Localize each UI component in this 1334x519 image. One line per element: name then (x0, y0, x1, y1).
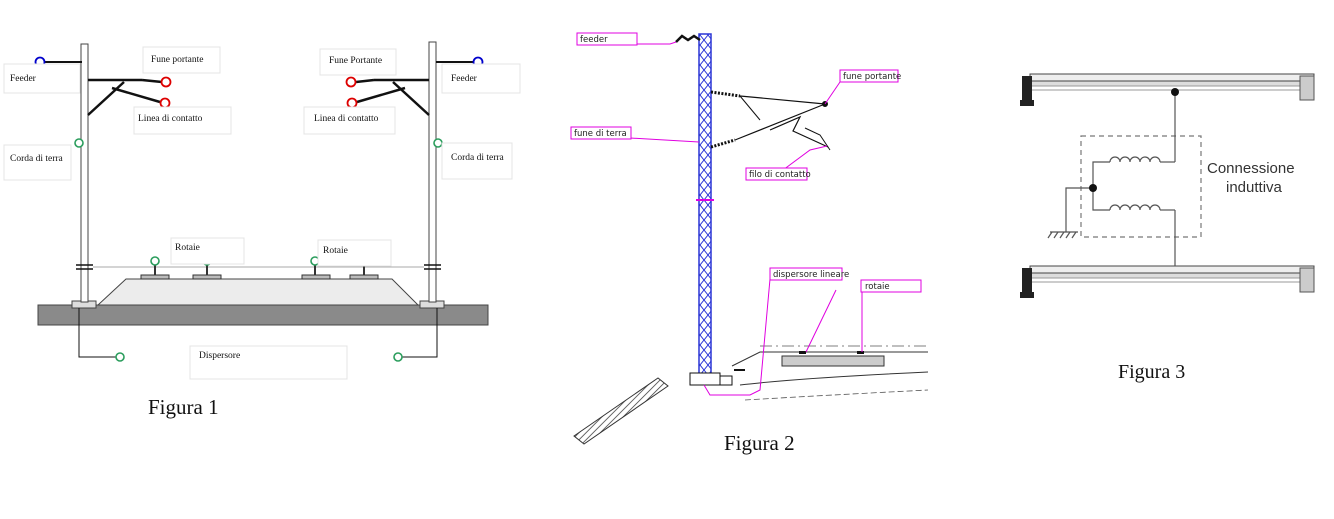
ballast (96, 278, 420, 306)
dispersore-wire-left (78, 308, 116, 358)
rotaie-label-fig2: rotaie (865, 282, 890, 292)
corda-terra-label-box-left (3, 144, 72, 181)
figure-3-caption: Figura 3 (1118, 361, 1185, 383)
rail-bottom (1020, 265, 1315, 298)
rails-fig1 (140, 256, 379, 280)
dispersore-label-box (189, 345, 348, 380)
dispersore-node-left (115, 352, 125, 362)
mast-right (428, 41, 437, 303)
label-leaders (629, 41, 863, 396)
corda-terra-label-right: Corda di terra (451, 153, 505, 163)
dispersore-lineare-label-box (769, 267, 843, 281)
fune-di-terra-label-box (570, 126, 632, 140)
embankment (573, 377, 669, 445)
inductive-wiring (1047, 92, 1176, 266)
feeder-label-box-left (3, 63, 81, 94)
fune-portante-label-right: Fune Portante (329, 56, 382, 66)
linea-contatto-node-right (346, 97, 358, 109)
cantilever-fig2 (710, 90, 831, 151)
feeder-label-box (576, 32, 638, 46)
fune-portante-label-box-right (319, 48, 397, 76)
mast-left (80, 43, 89, 303)
corda-terra-label-box-right (441, 142, 513, 180)
fune-portante-label-box-fig2 (839, 69, 899, 83)
dispersore-label: Dispersore (199, 351, 240, 361)
dispersore-wire-right (402, 308, 438, 358)
fune-portante-label-left: Fune portante (151, 55, 204, 65)
figure-3: Connessione induttiva Figura 3 (1020, 73, 1315, 383)
feeder-label-box-right (441, 63, 521, 94)
fune-portante-node-right (345, 76, 357, 88)
mast-clamps (76, 264, 441, 270)
mast-foundation-side (719, 375, 733, 386)
cantilever-left (87, 78, 163, 116)
connection-dot-rail (1171, 88, 1179, 96)
linea-contatto-label-right: Linea di contatto (314, 114, 379, 124)
filo-di-contatto-label: filo di contatto (749, 170, 811, 180)
figure-2: feeder fune portante fune di terra filo … (570, 32, 929, 455)
filo-di-contatto-label-box (745, 167, 808, 181)
connection-dot-center (1089, 184, 1097, 192)
linea-contatto-label-box-left (133, 106, 232, 135)
connessione-label-line1: Connessione (1207, 160, 1295, 177)
rotaie-label-right: Rotaie (323, 246, 348, 256)
linea-contatto-node-left (159, 97, 171, 109)
inductive-box (1080, 135, 1202, 238)
rotaie-label-box-fig2 (860, 279, 922, 293)
fune-portante-node-left (160, 76, 172, 88)
linea-contatto-label-box-right (303, 106, 396, 135)
cantilever-right (355, 78, 430, 116)
dispersore-lineare-label: dispersore lineare (773, 270, 849, 280)
feeder-label-fig2: feeder (580, 35, 608, 45)
dispersore-node-right (393, 352, 403, 362)
lattice-mast (698, 33, 712, 383)
rail-top (1020, 73, 1315, 106)
figure-1: Feeder Feeder Fune portante Fune Portant… (3, 41, 521, 419)
rotaie-label-box-left (170, 237, 245, 265)
track-section (731, 345, 929, 401)
rotaie-label-left: Rotaie (175, 243, 200, 253)
rotaie-label-box-right (317, 239, 392, 267)
corda-terra-node-right (433, 138, 443, 148)
connessione-label-line2: induttiva (1226, 179, 1283, 196)
fune-portante-label-fig2: fune portante (843, 72, 901, 82)
feeder-label-left: Feeder (10, 74, 37, 84)
fune-portante-label-box-left (142, 46, 221, 74)
figure-1-caption: Figura 1 (148, 395, 219, 419)
linea-contatto-label-left: Linea di contatto (138, 114, 203, 124)
mast-foundation (689, 372, 721, 386)
fune-di-terra-label: fune di terra (574, 129, 627, 139)
feeder-label-right: Feeder (451, 74, 478, 84)
feeder-insulator (675, 34, 701, 43)
corda-terra-label-left: Corda di terra (10, 154, 64, 164)
corda-terra-node-left (74, 138, 84, 148)
figure-2-caption: Figura 2 (724, 431, 795, 455)
